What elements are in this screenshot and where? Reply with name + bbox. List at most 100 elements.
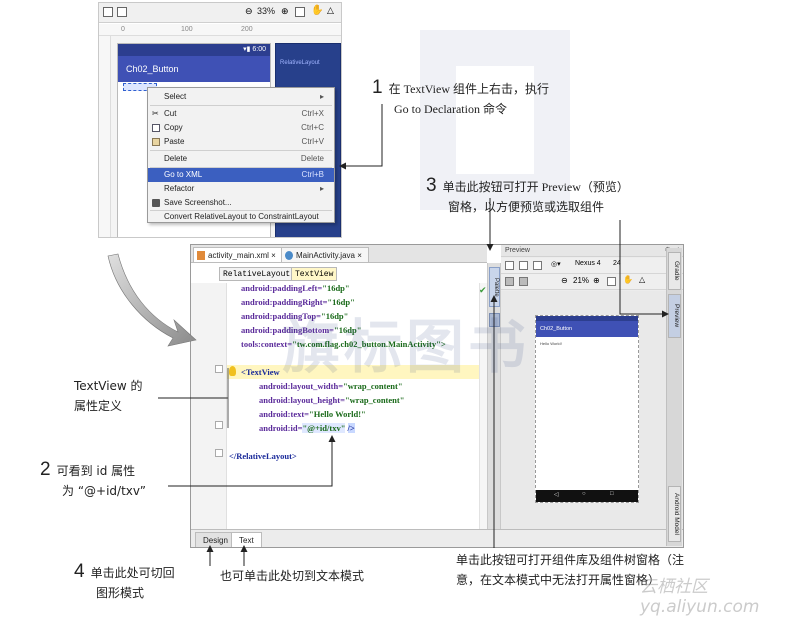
designer-toolbar: ⊖ 33% ⊕ ✋ △	[99, 3, 341, 23]
code-attr: android:paddingLeft=	[241, 283, 323, 293]
step-number: 1	[372, 77, 383, 98]
zoom-fit-icon[interactable]	[607, 277, 616, 286]
callout-line-2	[168, 435, 336, 487]
menu-item-select[interactable]: Select▸	[148, 90, 334, 104]
tab-main-activity-java[interactable]: MainActivity.java ×	[281, 247, 369, 262]
code-tag: />	[347, 423, 355, 433]
menu-divider	[150, 105, 332, 106]
both-view-icon[interactable]	[533, 261, 542, 270]
watermark-site: 云栖社区yq.aliyun.com	[640, 577, 760, 617]
code-value: "16dp"	[334, 325, 362, 335]
annotation-text: 在 TextView 组件上右击，执行	[388, 82, 550, 96]
zoom-out-icon[interactable]: ⊖	[245, 6, 253, 16]
pan-hand-icon[interactable]: ✋	[311, 5, 324, 16]
menu-item-convert-layout[interactable]: Convert RelativeLayout to ConstraintLayo…	[148, 210, 334, 224]
tab-text[interactable]: Text	[231, 532, 262, 547]
zoom-in-icon[interactable]: ⊕	[281, 6, 289, 16]
preview-device[interactable]: Nexus 4	[575, 260, 601, 267]
ide-window: activity_main.xml × MainActivity.java × …	[190, 244, 684, 548]
code-tag: </RelativeLayout>	[229, 451, 297, 461]
recents-icon[interactable]: □	[610, 491, 614, 497]
status-bar: ▾▮ 6:00	[118, 44, 270, 56]
zoom-fit-icon[interactable]	[295, 7, 305, 17]
copy-icon	[152, 124, 160, 132]
blueprint-icon[interactable]	[519, 261, 528, 270]
lightbulb-icon[interactable]	[229, 366, 236, 376]
status-time: 6:00	[252, 46, 266, 53]
breadcrumb-relativelayout[interactable]: RelativeLayout	[219, 267, 295, 281]
tab-activity-main-xml[interactable]: activity_main.xml ×	[193, 247, 283, 262]
battery-icon: ▾▮	[243, 46, 253, 53]
tab-android-model[interactable]: Android Model	[668, 486, 681, 542]
menu-shortcut: Delete	[300, 154, 324, 163]
step-number: 2	[40, 459, 51, 480]
app-bar-title: Ch02_Button	[536, 321, 638, 337]
ruler-tick: 200	[241, 26, 253, 33]
step-number: 4	[74, 561, 85, 582]
warning-icon[interactable]: △	[639, 275, 646, 284]
fold-icon[interactable]	[215, 421, 223, 429]
annotation-text: 为 “@+id/txv”	[62, 484, 146, 498]
hello-textview[interactable]: Hello World!	[540, 341, 562, 346]
preview-phone[interactable]: Ch02_Button Hello World! ◁ ○ □	[535, 315, 639, 503]
menu-label: Refactor	[164, 184, 195, 193]
annotation-palette: 单击此按钮可打开组件库及组件树窗格（注 意，在文本模式中无法打开属性窗格）	[456, 550, 684, 590]
code-attr: android:paddingRight=	[241, 297, 328, 307]
java-file-icon	[285, 251, 293, 260]
code-value: "16dp"	[327, 297, 355, 307]
xml-code-editor[interactable]: android:paddingLeft="16dp" android:paddi…	[229, 283, 479, 529]
menu-shortcut: Ctrl+C	[301, 123, 324, 132]
annotation-4: 4 单击此处可切回 图形模式	[74, 562, 175, 603]
menu-item-save-screenshot[interactable]: Save Screenshot...	[148, 196, 334, 210]
menu-label: Select	[164, 92, 187, 101]
navigation-bar: ◁ ○ □	[536, 490, 638, 502]
annotation-text: 属性定义	[74, 399, 123, 413]
scissors-icon: ✂	[152, 109, 159, 118]
layout-icon[interactable]	[519, 277, 528, 286]
code-value: "Hello World!"	[309, 409, 366, 419]
menu-label: Go to XML	[164, 170, 203, 179]
annotation-text: 单击此按钮可打开组件库及组件树窗格（注	[456, 553, 685, 567]
layout-toggle-icon[interactable]	[103, 7, 113, 17]
refresh-icon[interactable]	[505, 277, 514, 286]
warning-icon[interactable]: △	[327, 5, 334, 15]
code-value: "16dp"	[322, 283, 350, 293]
code-attr: android:text=	[259, 409, 310, 419]
editor-scrollbar[interactable]	[479, 283, 487, 529]
watermark-logo	[420, 30, 570, 210]
preview-api[interactable]: 24	[613, 260, 621, 267]
blueprint-toggle-icon[interactable]	[117, 7, 127, 17]
design-surface-icon[interactable]	[505, 261, 514, 270]
close-icon[interactable]: ×	[357, 251, 362, 260]
annotation-text: 图形模式	[96, 586, 145, 600]
annotation-text: 单击此处可切回	[90, 566, 175, 580]
status-bar	[536, 316, 638, 321]
annotation-textview-definition: TextView 的 属性定义	[74, 376, 143, 416]
preview-canvas[interactable]: Ch02_Button Hello World! ◁ ○ □	[501, 291, 683, 529]
callout-line-1	[339, 104, 383, 170]
menu-item-refactor[interactable]: Refactor▸	[148, 182, 334, 196]
tab-gradle[interactable]: Gradle	[668, 252, 681, 290]
fold-icon[interactable]	[215, 449, 223, 457]
breadcrumb-textview[interactable]: TextView	[291, 267, 338, 281]
back-icon[interactable]: ◁	[554, 492, 559, 498]
current-line-highlight	[227, 365, 487, 379]
home-icon[interactable]: ○	[582, 491, 586, 497]
orientation-icon[interactable]: ◎▾	[551, 261, 561, 268]
zoom-out-icon[interactable]: ⊖	[561, 276, 568, 285]
pan-hand-icon[interactable]: ✋	[623, 275, 633, 284]
horizontal-ruler: 0 100 200	[99, 24, 341, 36]
close-icon[interactable]: ×	[271, 251, 276, 260]
preview-panel: Preview ⚙ ⊣ ◎▾ Nexus 4 24 ⊖ 21% ⊕ ✋ △ Ch…	[501, 245, 683, 529]
zoom-in-icon[interactable]: ⊕	[593, 276, 600, 285]
fold-icon[interactable]	[215, 365, 223, 373]
ruler-tick: 0	[121, 26, 125, 33]
